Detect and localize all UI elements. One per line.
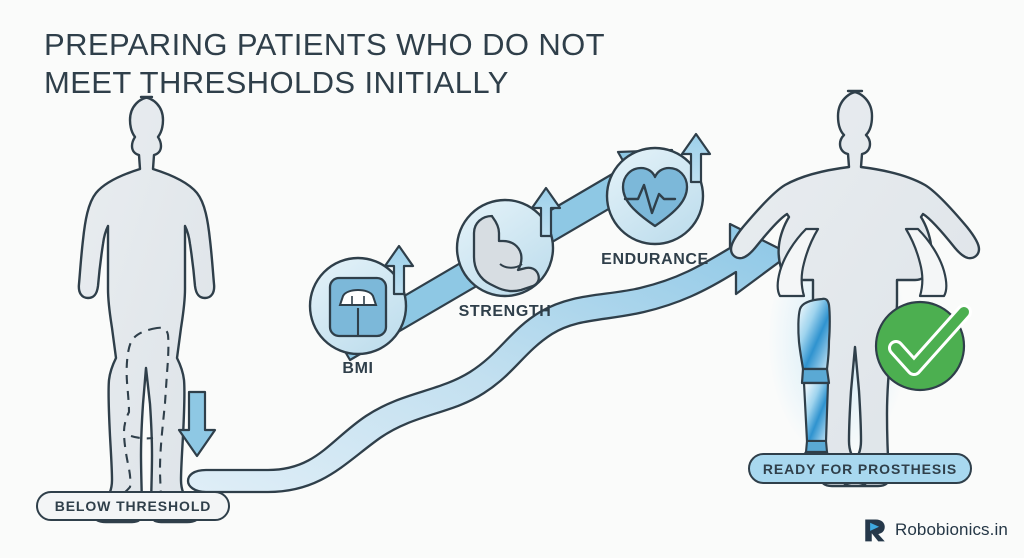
patient-silhouette-after [729, 89, 981, 488]
green-check-circle-icon [874, 300, 972, 392]
up-arrow-icon [383, 244, 415, 296]
milestone-label-bmi: BMI [342, 360, 374, 377]
milestone-endurance[interactable] [605, 132, 712, 246]
patient-silhouette-before [77, 95, 216, 524]
heart-pulse-icon [621, 166, 689, 228]
brand-logo-text: Robobionics.in [895, 520, 1008, 539]
page-title-line2: MEET THRESHOLDS INITIALLY [44, 65, 509, 100]
milestone-label-strength: STRENGTH [458, 303, 552, 320]
flexed-bicep-icon [472, 214, 540, 293]
brand-logo: Robobionics.in [862, 517, 1008, 543]
page-title-line1: PREPARING PATIENTS WHO DO NOT [44, 27, 606, 62]
page-title: PREPARING PATIENTS WHO DO NOT MEET THRES… [44, 26, 684, 102]
up-arrow-icon [680, 132, 712, 184]
robobionics-r-logo-icon [865, 519, 885, 542]
milestone-strength[interactable] [455, 186, 562, 298]
curved-progress-arrow-icon [186, 222, 792, 494]
down-arrow-icon [177, 390, 217, 458]
weight-scale-icon [328, 276, 388, 338]
up-arrow-icon [530, 186, 562, 238]
status-badge-ready-for-prosthesis: READY FOR PROSTHESIS [748, 453, 972, 484]
milestone-label-endurance: ENDURANCE [601, 251, 709, 268]
dashed-limb-outline [114, 326, 170, 513]
milestone-bmi[interactable] [308, 244, 415, 356]
status-badge-below-threshold: BELOW THRESHOLD [36, 491, 230, 521]
